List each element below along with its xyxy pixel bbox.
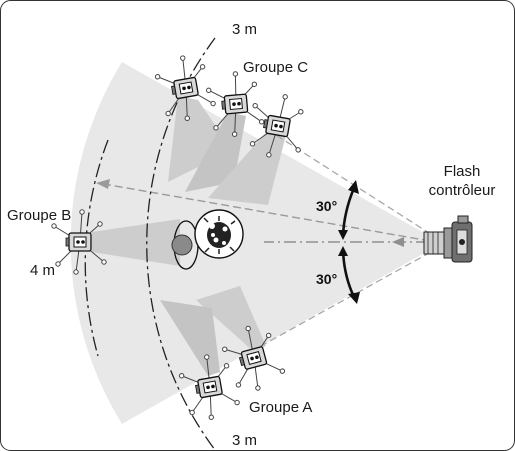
group-c-flash-1: [154, 55, 216, 121]
group-a-beam-1: [196, 286, 266, 352]
fan-edge-lower: [249, 246, 441, 353]
angle-label-upper: 30°: [316, 198, 338, 214]
arrowhead-axis: [392, 237, 404, 247]
angle-arc-upper-head: [348, 180, 359, 194]
distance-label-top-3m: 3 m: [232, 21, 258, 38]
group-a-flash-2: [178, 354, 240, 420]
arrowhead-group-b: [96, 179, 110, 189]
flash-controller-camera: [423, 215, 473, 263]
group-b-flash: [51, 209, 107, 275]
signal-line-group-b: [103, 183, 431, 242]
angle-arc-upper-tail: [338, 230, 348, 240]
group-c-beam-2: [185, 112, 246, 192]
flash-controller-label-line2: contrôleur: [428, 182, 496, 199]
group-a-label: Groupe A: [249, 399, 313, 416]
group-b-label: Groupe B: [7, 207, 72, 224]
subject-ball: [171, 234, 193, 256]
group-c-flash-3: [249, 94, 304, 158]
distance-label-left-4m: 4 m: [30, 262, 56, 279]
subject-plant: [203, 216, 236, 254]
flash-range-fan: [70, 62, 442, 424]
group-b-beam: [92, 219, 180, 266]
angle-arc-lower-tail: [338, 246, 348, 256]
group-c-beam-3: [208, 130, 286, 205]
group-a-flash-1: [222, 325, 286, 391]
group-c-label: Groupe C: [243, 59, 309, 76]
group-c-flash-2: [206, 71, 265, 137]
distance-label-bottom-3m: 3 m: [232, 432, 258, 449]
group-c-beam-1: [168, 96, 232, 182]
fan-edge-upper: [264, 127, 441, 241]
angle-label-lower: 30°: [316, 271, 338, 287]
angle-arc-lower-head: [348, 292, 360, 304]
flash-controller-label-line1: Flash: [443, 163, 481, 180]
